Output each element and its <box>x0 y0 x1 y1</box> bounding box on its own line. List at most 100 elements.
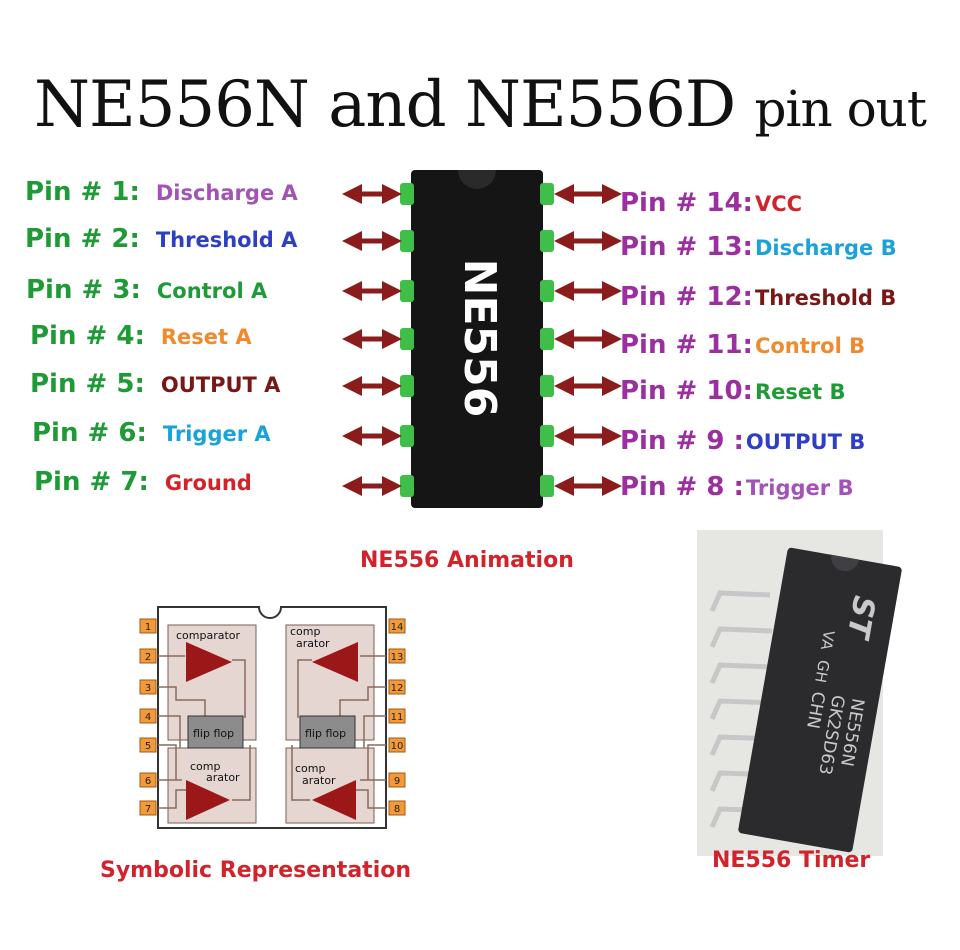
schematic-pin-right-11 <box>388 708 406 724</box>
schematic-pin-right-9-number: 9 <box>394 776 400 787</box>
label-comparator-tl: comparator <box>176 629 241 642</box>
ic-pin-left-1 <box>400 183 414 205</box>
photo-chip-notch <box>831 554 859 572</box>
schematic-pin-right-10 <box>388 737 406 753</box>
pin-function: Reset A <box>160 325 252 349</box>
st-logo: ST <box>839 593 881 643</box>
pin-function: Reset B <box>754 380 846 404</box>
comparator-triangle-top-right <box>312 642 358 682</box>
pin-function: Discharge B <box>754 236 897 260</box>
photo-lead-2 <box>709 626 773 649</box>
symbolic-schematic: comparator comp arator flip flop flip fl… <box>139 606 406 829</box>
schematic-pin-left-4-number: 4 <box>145 712 151 723</box>
left-pin-row-5: Pin # 5: OUTPUT A <box>30 369 280 399</box>
pin-number: Pin # 8 : <box>620 472 744 502</box>
schematic-pin-right-9 <box>388 772 406 788</box>
caption-animation: NE556 Animation <box>360 548 574 573</box>
label-flip-flop-right: flip flop <box>305 727 346 740</box>
pin-function: Threshold B <box>754 286 897 310</box>
comparator-triangle-bottom-right <box>312 780 356 820</box>
page-title: NE556N and NE556D pin out <box>0 68 960 142</box>
ic-pin-left-4 <box>400 328 414 350</box>
comparator-block-bottom-right <box>285 747 375 824</box>
photo-lead-1 <box>709 590 771 613</box>
schematic-pin-left-6-number: 6 <box>145 776 151 787</box>
pin-function: Ground <box>164 471 252 495</box>
schematic-pin-left-3-number: 3 <box>145 683 151 694</box>
photo-lead-3 <box>709 662 775 685</box>
schematic-pin-left-7-number: 7 <box>145 804 151 815</box>
left-pin-row-6: Pin # 6: Trigger A <box>32 418 271 448</box>
schematic-pin-left-3 <box>139 679 157 695</box>
schematic-pin-left-2-number: 2 <box>145 652 151 663</box>
ic-pin-left-5 <box>400 375 414 397</box>
ic-pin-right-14 <box>540 183 554 205</box>
pin-number: Pin # 4: <box>30 321 145 351</box>
label-comp-tr-1: comp <box>290 625 320 638</box>
schematic-pin-right-8 <box>388 800 406 816</box>
pin-number: Pin # 2: <box>25 224 140 254</box>
label-comp-br-2: arator <box>302 774 336 787</box>
pin-function: Threshold A <box>155 228 298 252</box>
pin-number: Pin # 6: <box>32 418 147 448</box>
pin-function: Control B <box>754 334 866 358</box>
ic-pin-left-6 <box>400 425 414 447</box>
pin-number: Pin # 9 : <box>620 426 744 456</box>
pin-number: Pin # 11: <box>620 330 753 360</box>
right-pin-row-6: Pin # 9 :OUTPUT B <box>620 426 865 456</box>
ic-pin-left-7 <box>400 475 414 497</box>
right-pin-row-1: Pin # 14:VCC <box>620 188 802 218</box>
pin-function: Trigger B <box>745 476 854 500</box>
ic-label: NE556 <box>454 259 505 418</box>
title-suffix: pin out <box>754 80 926 138</box>
pin-number: Pin # 1: <box>25 177 140 207</box>
left-pin-row-3: Pin # 3:Control A <box>26 275 267 305</box>
right-pin-row-7: Pin # 8 :Trigger B <box>620 472 853 502</box>
title-main: NE556N and NE556D <box>34 68 736 142</box>
schematic-pin-right-12 <box>388 679 406 695</box>
left-pin-row-4: Pin # 4: Reset A <box>30 321 252 351</box>
ic-pin-right-9 <box>540 425 554 447</box>
ic-pin-right-8 <box>540 475 554 497</box>
photo-lead-4 <box>709 698 777 721</box>
ic-chip-body <box>411 170 543 508</box>
schematic-pin-right-12-number: 12 <box>391 683 404 694</box>
pin-function: OUTPUT B <box>745 430 866 454</box>
pin-number: Pin # 3: <box>26 275 141 305</box>
left-pin-row-2: Pin # 2: Threshold A <box>25 224 297 254</box>
caption-timer: NE556 Timer <box>712 848 871 873</box>
caption-symbolic: Symbolic Representation <box>100 858 412 883</box>
label-comp-br-1: comp <box>295 762 325 775</box>
label-comp-bl-1: comp <box>190 760 220 773</box>
pin-function: OUTPUT A <box>160 373 281 397</box>
comparator-triangle-bottom-left <box>186 780 230 820</box>
pin-function: Trigger A <box>162 422 271 446</box>
schematic-pin-right-11-number: 11 <box>391 712 404 723</box>
label-comp-bl-2: arator <box>206 771 240 784</box>
label-comp-tr-2: arator <box>296 637 330 650</box>
ic-pin-left-2 <box>400 230 414 252</box>
ic-pin-right-13 <box>540 230 554 252</box>
ic-pin-right-12 <box>540 280 554 302</box>
schematic-pin-right-10-number: 10 <box>391 741 404 752</box>
pin-number: Pin # 7: <box>34 467 149 497</box>
flip-flop-right <box>299 715 356 749</box>
schematic-pin-left-5-number: 5 <box>145 741 151 752</box>
ic-notch <box>458 170 496 189</box>
ic-pin-right-10 <box>540 375 554 397</box>
photo-chip-body <box>738 547 902 853</box>
pin-number: Pin # 10: <box>620 376 753 406</box>
comparator-triangle-top-left <box>186 642 232 682</box>
pin-number: Pin # 5: <box>30 369 145 399</box>
right-pin-row-4: Pin # 11:Control B <box>620 330 865 360</box>
schematic-pin-left-7 <box>139 800 157 816</box>
schematic-pin-right-13-number: 13 <box>391 652 404 663</box>
pin-number: Pin # 12: <box>620 282 753 312</box>
right-pin-row-3: Pin # 12:Threshold B <box>620 282 896 312</box>
label-flip-flop-left: flip flop <box>193 727 234 740</box>
schematic-pin-left-2 <box>139 648 157 664</box>
schematic-pin-left-1-number: 1 <box>145 622 151 633</box>
photo-marking-line4: GH <box>811 659 833 685</box>
schematic-pin-right-14 <box>388 618 406 634</box>
